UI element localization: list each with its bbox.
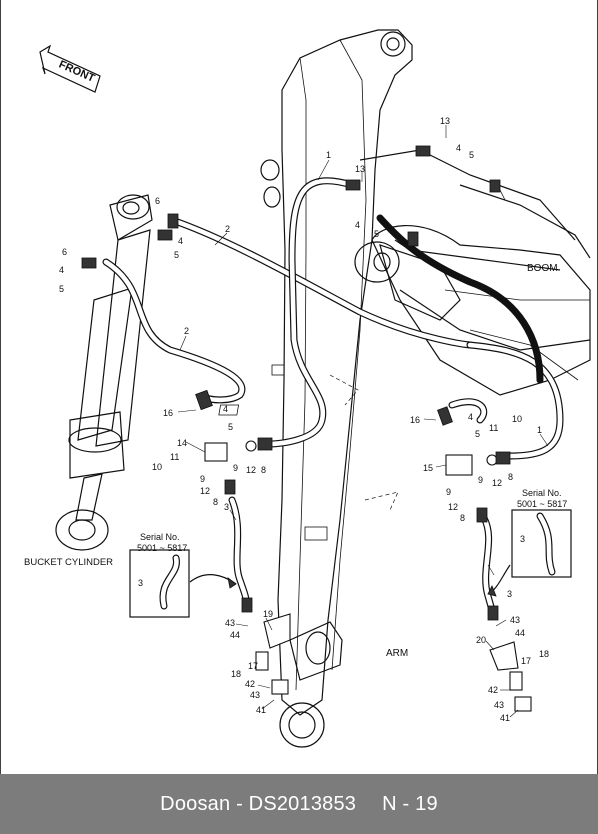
callout-5: 5 — [475, 429, 480, 439]
callout-19: 19 — [263, 609, 273, 619]
callout-5: 5 — [374, 229, 379, 239]
callout-43: 43 — [510, 615, 520, 625]
callout-4: 4 — [178, 236, 183, 246]
serial-left-part: 3 — [138, 578, 143, 588]
part-callouts: 1 1 2 2 3 3 4 4 4 4 4 4 5 5 5 5 5 5 6 6 … — [59, 116, 549, 723]
boom-structure — [354, 149, 591, 396]
fittings — [81, 145, 532, 712]
callout-13: 13 — [355, 164, 365, 174]
callout-18: 18 — [231, 669, 241, 679]
callout-8: 8 — [213, 497, 218, 507]
callout-4: 4 — [59, 265, 64, 275]
callout-43: 43 — [494, 700, 504, 710]
callout-2: 2 — [225, 224, 230, 234]
footer-brand-code: Doosan - DS2013853 — [160, 792, 357, 815]
callout-6: 6 — [62, 247, 67, 257]
callout-2: 2 — [184, 326, 189, 336]
serial-right-part: 3 — [520, 534, 525, 544]
serial-right-line1: Serial No. — [522, 488, 562, 498]
callout-9: 9 — [233, 463, 238, 473]
callout-9: 9 — [200, 474, 205, 484]
callout-3: 3 — [224, 502, 229, 512]
callout-11: 11 — [170, 452, 179, 462]
callout-12: 12 — [200, 486, 210, 496]
callout-5: 5 — [228, 422, 233, 432]
callout-4: 4 — [355, 220, 360, 230]
callout-41: 41 — [500, 713, 510, 723]
callout-20: 20 — [476, 635, 486, 645]
callout-18: 18 — [539, 649, 549, 659]
callout-17: 17 — [521, 656, 531, 666]
bucket-cylinder — [55, 194, 153, 551]
callout-3: 3 — [507, 589, 512, 599]
callout-10: 10 — [152, 462, 162, 472]
front-arrow-label: FRONT — [57, 58, 97, 84]
callout-12: 12 — [246, 465, 256, 475]
page-footer: Doosan - DS2013853 N - 19 — [0, 774, 598, 834]
callout-13: 13 — [440, 116, 450, 126]
callout-17: 17 — [248, 661, 258, 671]
callout-14: 14 — [177, 438, 187, 448]
callout-44: 44 — [230, 630, 240, 640]
callout-15: 15 — [423, 463, 433, 473]
callout-12: 12 — [492, 478, 502, 488]
callout-10: 10 — [512, 414, 522, 424]
callout-4: 4 — [223, 404, 228, 414]
callout-11: 11 — [489, 423, 498, 433]
callout-9: 9 — [446, 487, 451, 497]
callout-1: 1 — [537, 425, 542, 435]
callout-42: 42 — [245, 679, 255, 689]
arm-structure — [218, 29, 413, 748]
callout-42: 42 — [488, 685, 498, 695]
callout-8: 8 — [508, 472, 513, 482]
serial-left-line1: Serial No. — [140, 532, 180, 542]
callout-9: 9 — [478, 475, 483, 485]
arm-label: ARM — [386, 648, 408, 659]
callout-12: 12 — [448, 502, 458, 512]
callout-8: 8 — [261, 465, 266, 475]
callout-8: 8 — [460, 513, 465, 523]
callout-16: 16 — [163, 408, 173, 418]
exploded-parts-drawing: FRONT — [0, 0, 598, 774]
front-arrow-icon: FRONT — [39, 44, 101, 93]
leader-lines — [177, 125, 549, 718]
serial-inset-right: Serial No. 5001 ~ 5817 3 — [487, 488, 572, 597]
bucket-cylinder-label: BUCKET CYLINDER — [24, 557, 113, 568]
callout-5: 5 — [59, 284, 64, 294]
callout-5: 5 — [469, 150, 474, 160]
callout-1: 1 — [326, 150, 331, 160]
boom-label: BOOM — [527, 263, 558, 274]
footer-page-number: N - 19 — [382, 792, 438, 815]
callout-41: 41 — [256, 705, 266, 715]
serial-right-line2: 5001 ~ 5817 — [517, 499, 567, 509]
callout-44: 44 — [515, 628, 525, 638]
hose-lines — [102, 177, 564, 614]
callout-4: 4 — [468, 412, 473, 422]
callout-43: 43 — [250, 690, 260, 700]
callout-16: 16 — [410, 415, 420, 425]
serial-inset-left: Serial No. 5001 ~ 5817 3 — [129, 532, 237, 618]
callout-4: 4 — [456, 143, 461, 153]
callout-5: 5 — [174, 250, 179, 260]
serial-left-line2: 5001 ~ 5817 — [137, 543, 187, 553]
callout-6: 6 — [155, 196, 160, 206]
callout-43: 43 — [225, 618, 235, 628]
